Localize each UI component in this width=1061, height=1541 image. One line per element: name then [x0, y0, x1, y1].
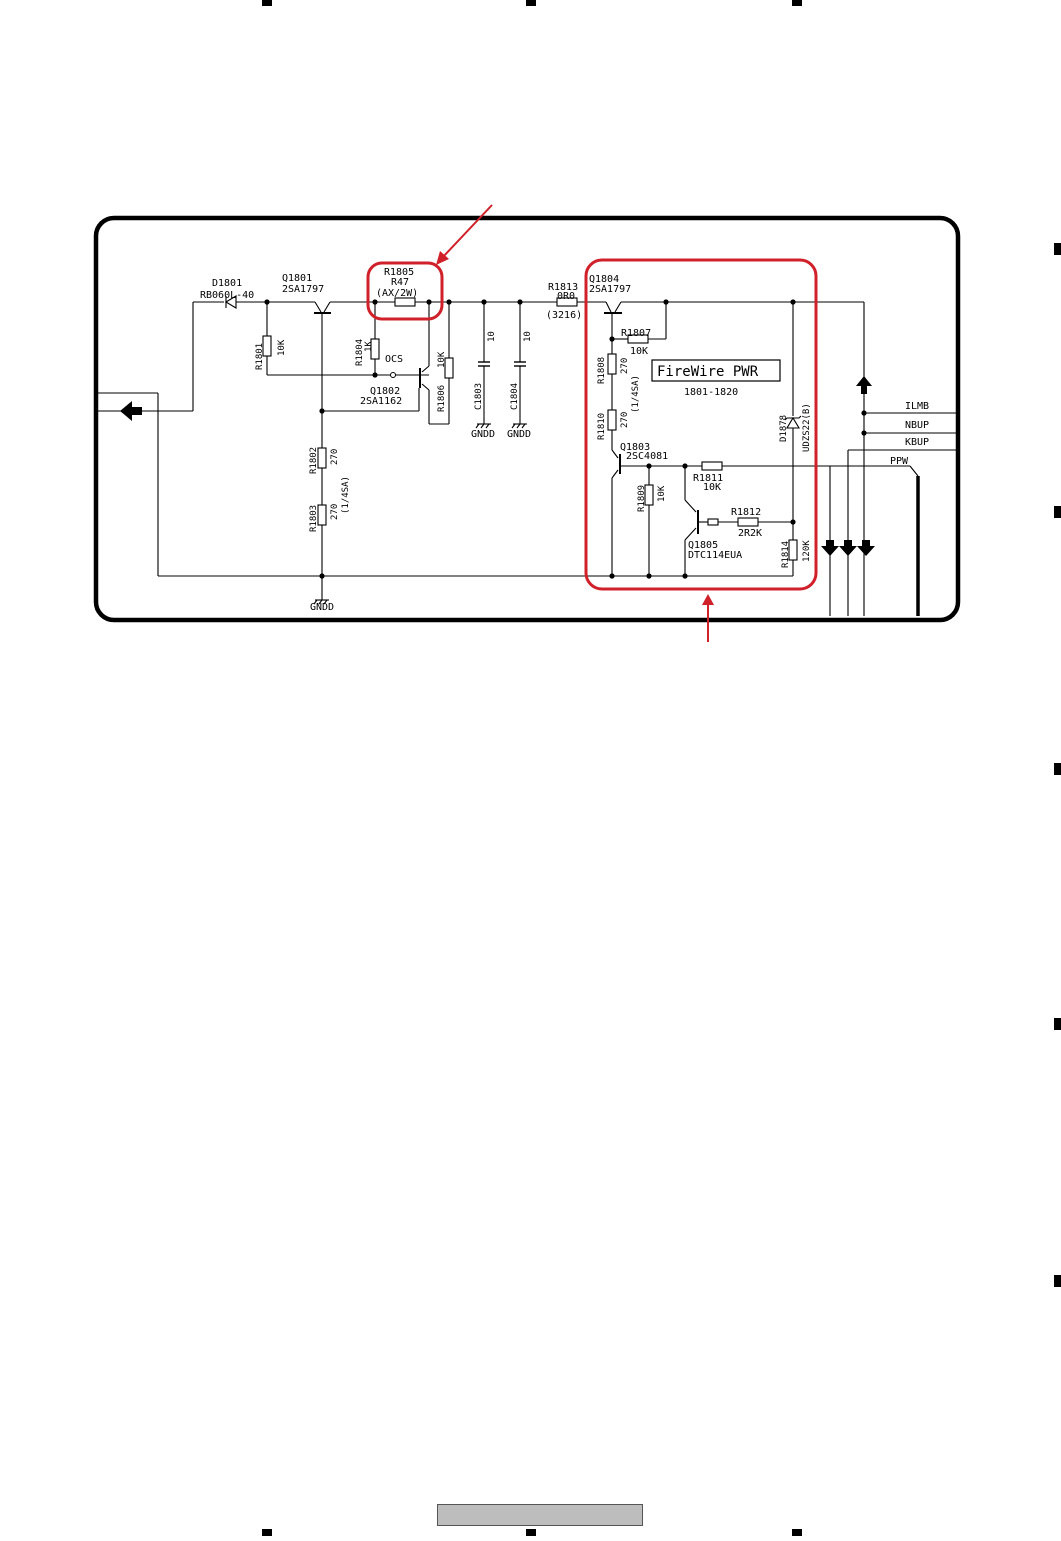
- r1804-ref: R1804: [355, 339, 365, 366]
- resistor-r1810: [607, 409, 617, 431]
- transistor-q1805: [684, 466, 738, 576]
- r1811-value: 10K: [703, 482, 721, 493]
- capacitor-c1803: [475, 302, 491, 429]
- capacitor-c1804: [511, 302, 527, 429]
- block-label-box: [651, 359, 781, 382]
- ocs-label: OCS: [385, 354, 403, 365]
- transistor-q1802: [322, 302, 430, 424]
- c1804-value: 10: [523, 331, 533, 342]
- resistor-r1803: [317, 504, 327, 526]
- down-arrow-icon-3: [857, 540, 875, 556]
- block-label: FireWire PWR: [657, 364, 759, 380]
- q1804-part: 2SA1797: [589, 284, 631, 295]
- signal-bus: [829, 410, 958, 616]
- registration-marks: [262, 0, 1061, 1536]
- q1801-ref: Q1801: [282, 273, 312, 284]
- r1801-ref: R1801: [255, 343, 265, 370]
- q1803-part: 2SC4081: [626, 451, 668, 462]
- r1806-ref: R1806: [437, 385, 447, 412]
- r1812-value: 2R2K: [738, 528, 762, 539]
- d1801-ref: D1801: [212, 278, 242, 289]
- diode-d1801: [224, 295, 237, 309]
- r1809-ref: R1809: [637, 485, 647, 512]
- r1805-spec: (AX/2W): [376, 288, 418, 299]
- gnd-label-c1803: GNDD: [471, 429, 495, 440]
- r1803-ref: R1803: [309, 505, 319, 532]
- resistor-r1811: [701, 461, 723, 471]
- r1808-spec: (1/4SA): [631, 375, 641, 413]
- top-rail: [97, 301, 865, 616]
- r1801-value: 10K: [277, 339, 287, 356]
- r1806-value: 10K: [437, 351, 447, 368]
- r1811-ref: R1811: [693, 473, 723, 484]
- schematic-frame: [93, 215, 961, 623]
- q1804-ref: Q1804: [589, 274, 619, 285]
- resistor-r1814: [788, 539, 798, 561]
- signal-ilmb: ILMB: [905, 401, 929, 412]
- transistor-q1803: [611, 449, 702, 576]
- r1813-spec: (3216): [546, 310, 582, 321]
- d1801-part: RB060L-40: [200, 290, 254, 301]
- r1805-value: R47: [391, 277, 409, 288]
- down-arrow-icon-2: [839, 540, 857, 556]
- ground-symbol-main: [313, 599, 329, 605]
- r1805-ref: R1805: [384, 267, 414, 278]
- r1814-ref: R1814: [781, 541, 791, 568]
- r1814-value: 120K: [802, 540, 812, 562]
- q1801-part: 2SA1797: [282, 284, 324, 295]
- arrow-head-block: [702, 594, 714, 605]
- r1807-value: 10K: [630, 346, 648, 357]
- resistor-r1806: [444, 357, 454, 379]
- q1803-ref: Q1803: [620, 442, 650, 453]
- highlight-firewire-block: [584, 258, 818, 591]
- up-arrow-icon: [856, 376, 872, 394]
- r1809-value: 10K: [657, 485, 667, 502]
- resistor-r1808: [607, 353, 617, 375]
- resistor-r1805: [394, 297, 416, 307]
- r1812-ref: R1812: [731, 507, 761, 518]
- r1810-value: 270: [620, 412, 630, 428]
- resistor-r1813: [556, 297, 578, 307]
- c1804-ref: C1804: [510, 383, 520, 410]
- page-footer-box: [437, 1504, 643, 1526]
- c1803-value: 10: [487, 331, 497, 342]
- r1807-ref: R1807: [621, 328, 651, 339]
- resistor-r1809: [644, 484, 654, 506]
- r1808-value: 270: [620, 358, 630, 374]
- r1802-ref: R1802: [309, 447, 319, 474]
- d1878-ref: D1878: [779, 415, 789, 442]
- d1878-part: UDZS22(B): [802, 403, 812, 452]
- r1802-spec: (1/4SA): [341, 476, 351, 514]
- down-arrow-icon-1: [821, 540, 839, 556]
- r1813-ref: R1813: [548, 282, 578, 293]
- left-arrow-icon: [120, 401, 142, 421]
- r1803-value: 270: [330, 504, 340, 520]
- highlight-annotations: [366, 204, 818, 642]
- r1804-value: 1K: [364, 341, 374, 352]
- highlight-r1805: [366, 261, 444, 321]
- resistor-r1802: [317, 447, 327, 469]
- r1810-ref: R1810: [597, 413, 607, 440]
- q1805-part: DTC114EUA: [688, 550, 742, 561]
- c1803-ref: C1803: [474, 383, 484, 410]
- q1805-ref: Q1805: [688, 540, 718, 551]
- gnd-label-main: GNDD: [310, 602, 334, 613]
- r1808-ref: R1808: [597, 357, 607, 384]
- gnd-label-c1804: GNDD: [507, 429, 531, 440]
- signal-ppw: PPW: [890, 456, 909, 467]
- signal-kbup: KBUP: [905, 437, 929, 448]
- resistor-r1801: [262, 335, 272, 357]
- r1802-value: 270: [330, 449, 340, 465]
- resistor-r1812: [737, 517, 759, 527]
- q1802-part: 2SA1162: [360, 396, 402, 407]
- signal-nbup: NBUP: [905, 420, 929, 431]
- junction-dots: [264, 299, 796, 579]
- block-range: 1801-1820: [684, 387, 738, 398]
- r1813-value: 0R0: [557, 291, 575, 302]
- q1802-ref: Q1802: [370, 386, 400, 397]
- resistor-r1804: [370, 338, 380, 360]
- arrow-head-r1805: [436, 251, 449, 265]
